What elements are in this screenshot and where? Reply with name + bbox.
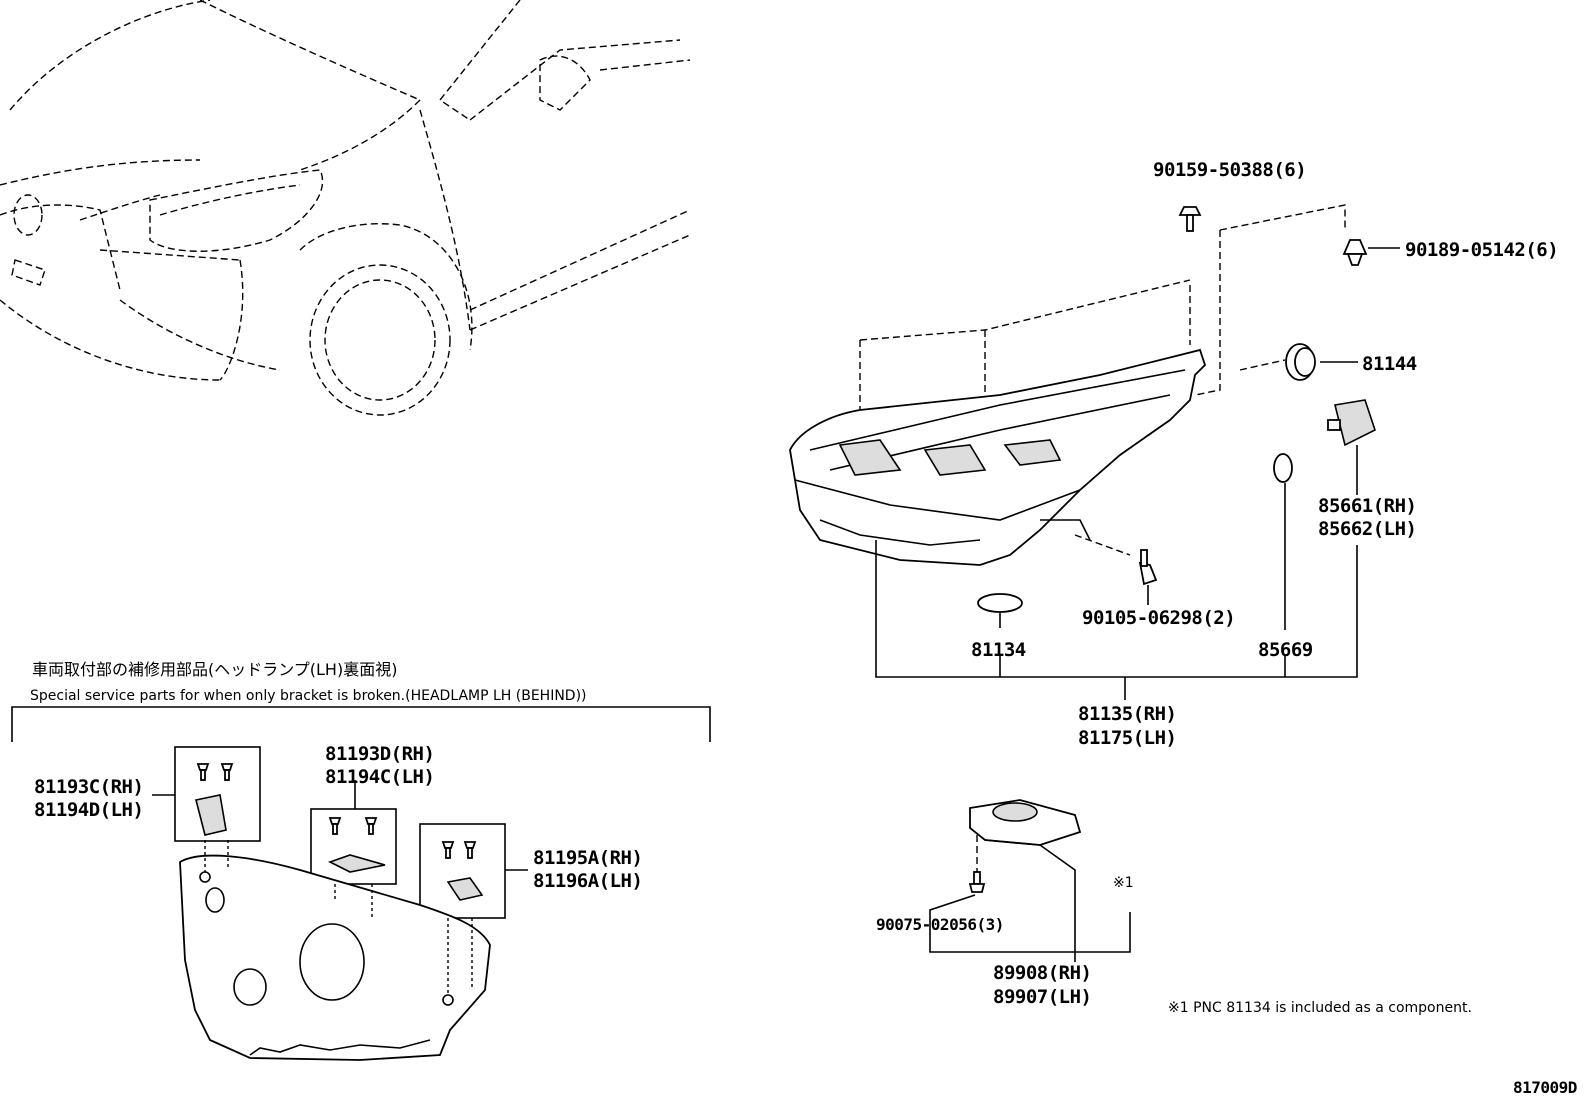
- headlamp-assembly-illustration: [789, 348, 1207, 566]
- label-85669: 85669: [1258, 639, 1313, 661]
- label-81193c: 81193C(RH): [34, 776, 143, 798]
- label-81134: 81134: [971, 639, 1026, 661]
- label-81195a: 81195A(RH): [533, 847, 642, 869]
- bolt-90105: [1138, 549, 1158, 586]
- figure-id: 817009D: [1513, 1078, 1577, 1097]
- label-81196a: 81196A(LH): [533, 870, 642, 892]
- label-90105: 90105-06298(2): [1082, 607, 1235, 629]
- bolt-90159: [1178, 206, 1202, 232]
- inset-title-jp: 車両取付部の補修用部品(ヘッドランプ(LH)裏面視): [32, 660, 397, 679]
- label-81193d: 81193D(RH): [325, 743, 434, 765]
- label-89908: 89908(RH): [993, 962, 1091, 984]
- footnote-marker: ※1: [1113, 875, 1134, 891]
- screw-90075: [968, 871, 986, 893]
- vehicle-front-illustration: [0, 0, 691, 416]
- label-81144: 81144: [1362, 353, 1417, 375]
- label-90189: 90189-05142(6): [1405, 239, 1558, 261]
- label-90159: 90159-50388(6): [1153, 159, 1306, 181]
- label-85661: 85661(RH): [1318, 495, 1416, 517]
- cap-81144: [1285, 343, 1316, 381]
- label-90075: 90075-02056(3): [876, 915, 1004, 934]
- label-81175: 81175(LH): [1078, 727, 1176, 749]
- label-81194c: 81194C(LH): [325, 766, 434, 788]
- inset-service-parts: [11, 706, 711, 1061]
- label-89907: 89907(LH): [993, 986, 1091, 1008]
- o-ring-85669: [1273, 453, 1293, 483]
- clip-90189: [1342, 239, 1368, 266]
- inset-title-en: Special service parts for when only brac…: [30, 688, 587, 704]
- footnote-text: ※1 PNC 81134 is included as a component.: [1168, 1000, 1472, 1016]
- label-81135: 81135(RH): [1078, 703, 1176, 725]
- leveling-actuator-85661: [1327, 399, 1376, 447]
- label-85662: 85662(LH): [1318, 518, 1416, 540]
- ballast-89908: [969, 799, 1082, 846]
- o-ring-81134: [977, 593, 1023, 613]
- label-81194d: 81194D(LH): [34, 799, 143, 821]
